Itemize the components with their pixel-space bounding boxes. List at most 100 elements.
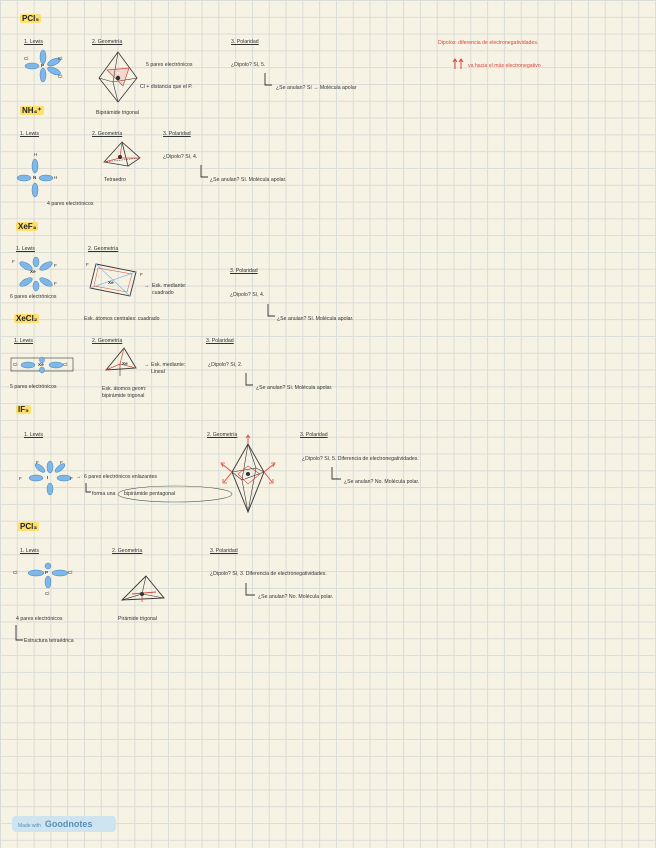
xecl2-lewis-heading: 1. Lewis bbox=[14, 338, 33, 345]
section-xecl2-title: XeCl₂ bbox=[14, 314, 39, 324]
xef4-lewis-heading: 1. Lewis bbox=[16, 246, 35, 253]
if5-geometry-heading: 2. Geometría bbox=[207, 432, 237, 439]
if5-lewis-i: I bbox=[47, 474, 48, 481]
xef4-arrow: → bbox=[144, 283, 149, 290]
pcl3-lewis-cl1: Cl bbox=[13, 569, 17, 576]
nh4-pairs: 4 pares electrónicos bbox=[47, 201, 93, 208]
sidenote-line1: Dipolos: diferencia de electronegativida… bbox=[438, 40, 538, 47]
pcl5-pairs: 5 pares electrónicos bbox=[146, 62, 192, 69]
if5-lewis-f3: F bbox=[60, 459, 63, 466]
xef4-geometry-diagram bbox=[86, 258, 142, 300]
pcl3-shape: Pirámide trigonal bbox=[118, 616, 157, 623]
xef4-polarity-heading: 3. Polaridad bbox=[230, 268, 258, 275]
pcl5-shape: Bipirámide trigonal bbox=[96, 110, 139, 117]
pcl5-cl-distance: Cl + distancia que el P. bbox=[140, 84, 193, 91]
xef4-geom-f2: F bbox=[140, 271, 143, 278]
pcl5-lewis-cl1: Cl bbox=[24, 55, 28, 62]
xecl2-lewis-xe: Xe bbox=[38, 361, 44, 368]
pcl3-geometry-heading: 2. Geometría bbox=[112, 548, 142, 555]
xecl2-polarity-heading: 3. Polaridad bbox=[206, 338, 234, 345]
pcl5-dipole: ¿Dipolo? Sí, 5. bbox=[231, 62, 265, 69]
pcl5-arrow-icon bbox=[263, 72, 273, 90]
xef4-plane: Esk. mediante: cuadrado bbox=[152, 283, 206, 297]
if5-forms: forma una bbox=[92, 491, 115, 498]
xef4-cancel: ¿Se anulan? Sí. Molécula apolar. bbox=[277, 316, 353, 323]
pcl5-polarity-heading: 3. Polaridad bbox=[231, 39, 259, 46]
nh4-lewis-n: N bbox=[33, 174, 36, 181]
if5-forms-circled: bipirámide pentagonal bbox=[124, 491, 175, 498]
xef4-shape: Esk. átomos centrales: cuadrado bbox=[84, 316, 160, 323]
pcl5-lewis-p: P bbox=[41, 62, 44, 69]
pcl3-geometry-diagram bbox=[118, 574, 170, 604]
pcl3-arrow-icon bbox=[244, 582, 256, 600]
nh4-polarity-heading: 3. Polaridad bbox=[163, 131, 191, 138]
pcl3-dipole: ¿Dipolo? Sí, 3. Diferencia de electroneg… bbox=[210, 571, 327, 578]
nh4-shape: Tetraedro bbox=[104, 177, 126, 184]
nh4-lewis-h2: H bbox=[54, 174, 57, 181]
nh4-lewis-h1: H bbox=[34, 151, 37, 158]
xef4-geometry-heading: 2. Geometría bbox=[88, 246, 118, 253]
pcl3-lewis-cl2: Cl bbox=[68, 569, 72, 576]
dipole-arrows-icon bbox=[452, 58, 466, 70]
xecl2-geometry-heading: 2. Geometría bbox=[92, 338, 122, 345]
xecl2-arrow-icon bbox=[244, 372, 254, 390]
pcl3-pairs: 4 pares electrónicos bbox=[16, 616, 62, 623]
xef4-lewis-f1: F bbox=[12, 258, 15, 265]
xef4-geom-f1: F bbox=[86, 261, 89, 268]
pcl3-structure-arrow-icon bbox=[14, 624, 24, 644]
if5-pairs: 6 pares electrónicos enlazantes bbox=[84, 474, 157, 481]
section-if5-title: IF₅ bbox=[16, 405, 31, 415]
goodnotes-watermark: Made with Goodnotes bbox=[12, 816, 116, 832]
xecl2-axial: Esk. mediante: Lineal bbox=[151, 362, 189, 376]
if5-lewis-f4: F bbox=[70, 475, 73, 482]
xef4-lewis-f2: F bbox=[54, 262, 57, 269]
watermark-made: Made with bbox=[18, 823, 41, 829]
section-nh4-title: NH₄⁺ bbox=[20, 106, 44, 116]
xecl2-shape-line1: Esk. átomos geom: bbox=[102, 386, 146, 393]
xecl2-dipole: ¿Dipolo? Sí, 2. bbox=[208, 362, 242, 369]
nh4-geometry-diagram bbox=[100, 140, 144, 170]
if5-geom-i: I bbox=[244, 475, 245, 482]
pcl3-lewis-cl3: Cl bbox=[45, 590, 49, 597]
pcl5-geometry-diagram bbox=[95, 48, 141, 106]
if5-geometry-diagram bbox=[218, 440, 280, 518]
xef4-geom-xe: Xe bbox=[108, 279, 114, 286]
xecl2-geom-xe: Xe bbox=[122, 360, 128, 367]
xecl2-lewis-cl2: Cl bbox=[63, 361, 67, 368]
pcl5-cancel: ¿Se anulan? Sí → Molécula apolar bbox=[276, 85, 356, 92]
xef4-pairs: 6 pares electrónicos bbox=[10, 294, 56, 301]
xecl2-cancel: ¿Se anulan? Sí. Molécula apolar. bbox=[256, 385, 332, 392]
nh4-dipole: ¿Dipolo? Sí, 4. bbox=[163, 154, 197, 161]
xecl2-lewis-cl1: Cl bbox=[13, 361, 17, 368]
watermark-brand: Goodnotes bbox=[45, 819, 93, 829]
if5-lewis-f2: F bbox=[36, 459, 39, 466]
pcl5-geometry-heading: 2. Geometría bbox=[92, 39, 122, 46]
pcl5-lewis-cl3: Cl bbox=[58, 73, 62, 80]
if5-cancel: ¿Se anulan? No. Molécula polar. bbox=[344, 479, 419, 486]
xef4-lewis-f3: F bbox=[54, 280, 57, 287]
xef4-dipole: ¿Dipolo? Sí, 4. bbox=[230, 292, 264, 299]
sidenote-line2: va hacia el más electronegativo bbox=[468, 63, 541, 70]
section-pcl3-title: PCl₃ bbox=[18, 522, 39, 532]
pcl3-lewis-diagram bbox=[22, 562, 74, 590]
xecl2-geometry-diagram bbox=[100, 346, 142, 378]
xecl2-arrow: → bbox=[144, 362, 149, 369]
if5-forms-arrow-icon bbox=[84, 482, 92, 496]
xef4-lewis-xe: Xe bbox=[30, 268, 36, 275]
if5-arrow-icon bbox=[330, 466, 342, 484]
if5-lewis-heading: 1. Lewis bbox=[24, 432, 43, 439]
pcl3-polarity-heading: 3. Polaridad bbox=[210, 548, 238, 555]
xecl2-shape-line2: bipirámide trigonal bbox=[102, 393, 144, 400]
pcl5-geom-p: P bbox=[117, 70, 120, 77]
pcl5-lewis-cl2: Cl bbox=[58, 55, 62, 62]
xef4-arrow-icon bbox=[266, 303, 276, 321]
section-xef4-title: XeF₄ bbox=[16, 222, 38, 232]
pcl3-lewis-p: P bbox=[45, 569, 48, 576]
nh4-lewis-heading: 1. Lewis bbox=[20, 131, 39, 138]
if5-lewis-diagram bbox=[26, 460, 74, 496]
pcl3-lewis-heading: 1. Lewis bbox=[20, 548, 39, 555]
if5-arrow: → bbox=[76, 474, 81, 481]
nh4-cancel: ¿Se anulan? Sí. Molécula apolar. bbox=[210, 177, 286, 184]
xecl2-pairs: 5 pares electrónicos bbox=[10, 384, 56, 391]
